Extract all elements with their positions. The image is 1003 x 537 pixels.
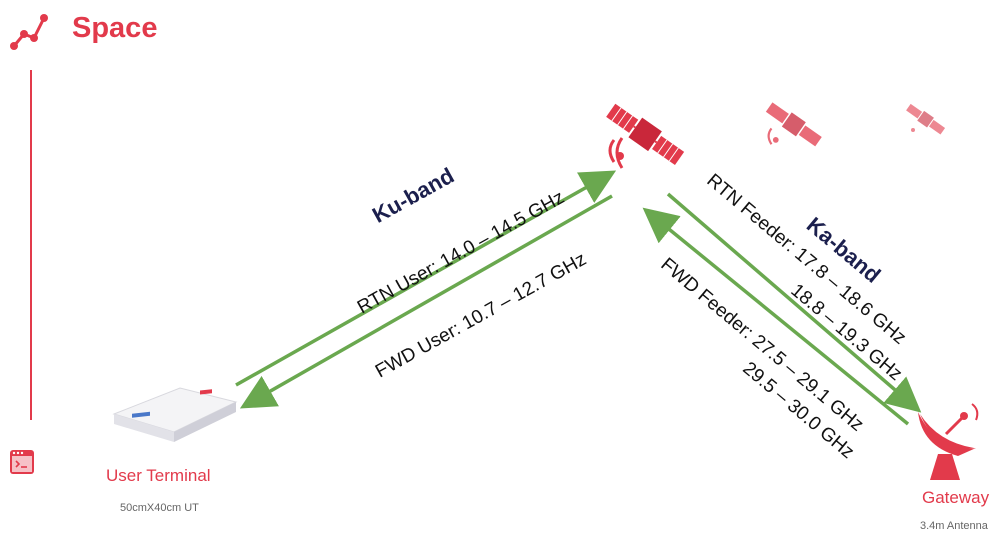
satellite-icon [606, 103, 685, 169]
satellite-faded-icon [906, 103, 946, 135]
fwd-feeder-arrow [642, 207, 910, 426]
rtn-user-arrow [235, 170, 617, 387]
fwd-user-arrow [239, 194, 613, 409]
gateway-dish-icon [918, 403, 979, 480]
user-terminal-device-icon [112, 387, 238, 442]
vertical-divider [30, 70, 32, 420]
user-terminal-sub-label: 50cmX40cm UT [120, 502, 199, 514]
rtn-feeder-arrow [666, 192, 922, 413]
gateway-sub-label: 3.4m Antenna [920, 520, 988, 532]
space-title: Space [72, 12, 158, 44]
satellite-faded-icon [765, 102, 822, 147]
user-terminal-label: User Terminal [106, 466, 211, 485]
constellation-icon [10, 14, 48, 50]
terminal-icon [10, 450, 34, 474]
gateway-label: Gateway [922, 488, 990, 507]
